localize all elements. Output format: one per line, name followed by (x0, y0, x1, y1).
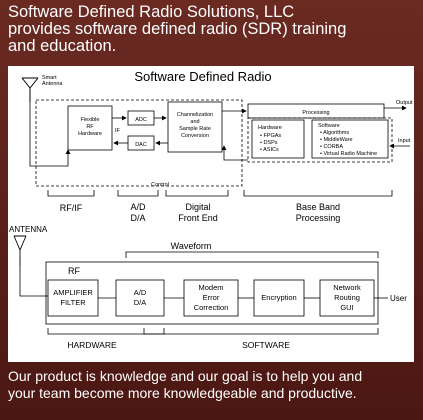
hardware-item-asics: • ASICs (260, 147, 279, 153)
network-label-2: Routing (334, 293, 360, 302)
hardware-label: HARDWARE (67, 340, 117, 350)
processing-label: Processing (302, 110, 329, 116)
baseband-label-2: Processing (296, 213, 341, 223)
network-label-1: Network (333, 283, 361, 292)
dac-label: DAC (135, 142, 147, 148)
adc-label: ADC (135, 117, 147, 123)
baseband-hardware-title: Hardware (258, 125, 282, 131)
software-item-virtual-radio-machine: • Virtual Radio Machine (320, 151, 377, 157)
software-label: SOFTWARE (242, 340, 290, 350)
digital-front-end-label-2: Front End (178, 213, 218, 223)
baseband-hardware-box (251, 119, 305, 159)
smart-antenna-label-2: Antenna (42, 81, 63, 87)
antenna-icon (13, 235, 27, 266)
channelization-label-2: and (190, 119, 199, 125)
baseband-software-title: Software (318, 123, 340, 129)
encryption-label: Encryption (261, 293, 296, 302)
da-label-bottom: D/A (134, 298, 147, 307)
channelization-box (167, 101, 223, 153)
modem-box (183, 279, 239, 317)
ad-label-top: A/D (130, 202, 146, 212)
hardware-item-fpgas: • FPGAs (260, 133, 281, 139)
rf-hardware-label-2: RF (86, 124, 94, 130)
ad-label-bottom: A/D (134, 288, 147, 297)
channelization-label-1: Channelization (177, 112, 213, 118)
waveform-outline (45, 261, 379, 325)
rf-hardware-box (67, 105, 113, 151)
channelization-label-3: Sample Rate (179, 126, 211, 132)
top-diagram-title: Software Defined Radio (134, 69, 271, 84)
header-line-1: Software Defined Radio Solutions, LLC (8, 3, 295, 21)
smart-antenna-label-1: Smart (42, 75, 57, 81)
company-footer: Our product is knowledge and our goal is… (8, 368, 416, 402)
input-label: Input (398, 138, 411, 144)
amplifier-label: AMPLIFIER (53, 288, 93, 297)
smart-antenna-icon (21, 77, 39, 102)
encryption-box (253, 279, 305, 317)
baseband-label-1: Base Band (296, 202, 340, 212)
network-label-3: GUI (340, 303, 353, 312)
modem-label-1: Modem (198, 283, 223, 292)
rf-hardware-label-3: Hardware (78, 131, 102, 137)
antenna-label: ANTENNA (9, 225, 48, 234)
waveform-label: Waveform (171, 241, 212, 251)
modem-label-3: Correction (194, 303, 229, 312)
header-line-3: and education. (8, 37, 117, 55)
rf-if-label: RF/IF (60, 203, 83, 213)
software-item-middleware: • MiddleWare (320, 137, 353, 143)
rf-label: RF (68, 266, 80, 276)
baseband-software-box (311, 119, 389, 159)
da-label-top: D/A (130, 213, 145, 223)
rf-hardware-label-1: Flexible (81, 117, 100, 123)
output-label: Output (396, 100, 413, 106)
modem-label-2: Error (203, 293, 220, 302)
channelization-label-4: Conversion (181, 133, 209, 139)
footer-line-2: your team become more knowledgeable and … (8, 385, 357, 401)
header-line-2: provides software defined radio (SDR) tr… (8, 20, 347, 38)
diagram-panel: Software Defined Radio Smart Antenna Fle… (8, 66, 414, 362)
baseband-region-outline (247, 117, 393, 163)
user-label: User (390, 294, 407, 303)
company-header: Software Defined Radio Solutions, LLC pr… (8, 4, 416, 55)
sdr-diagram: Software Defined Radio Smart Antenna Fle… (9, 69, 413, 350)
software-item-algorithms: • Algorithms (320, 130, 349, 136)
hardware-item-dsps: • DSPs (260, 140, 278, 146)
filter-label: FILTER (60, 298, 86, 307)
footer-line-1: Our product is knowledge and our goal is… (8, 368, 363, 384)
hardware-region-outline (35, 99, 243, 187)
control-label: Control (151, 182, 169, 188)
software-item-corba: • CORBA (320, 144, 343, 150)
digital-front-end-label-1: Digital (185, 202, 210, 212)
if-label: IF (115, 128, 121, 134)
